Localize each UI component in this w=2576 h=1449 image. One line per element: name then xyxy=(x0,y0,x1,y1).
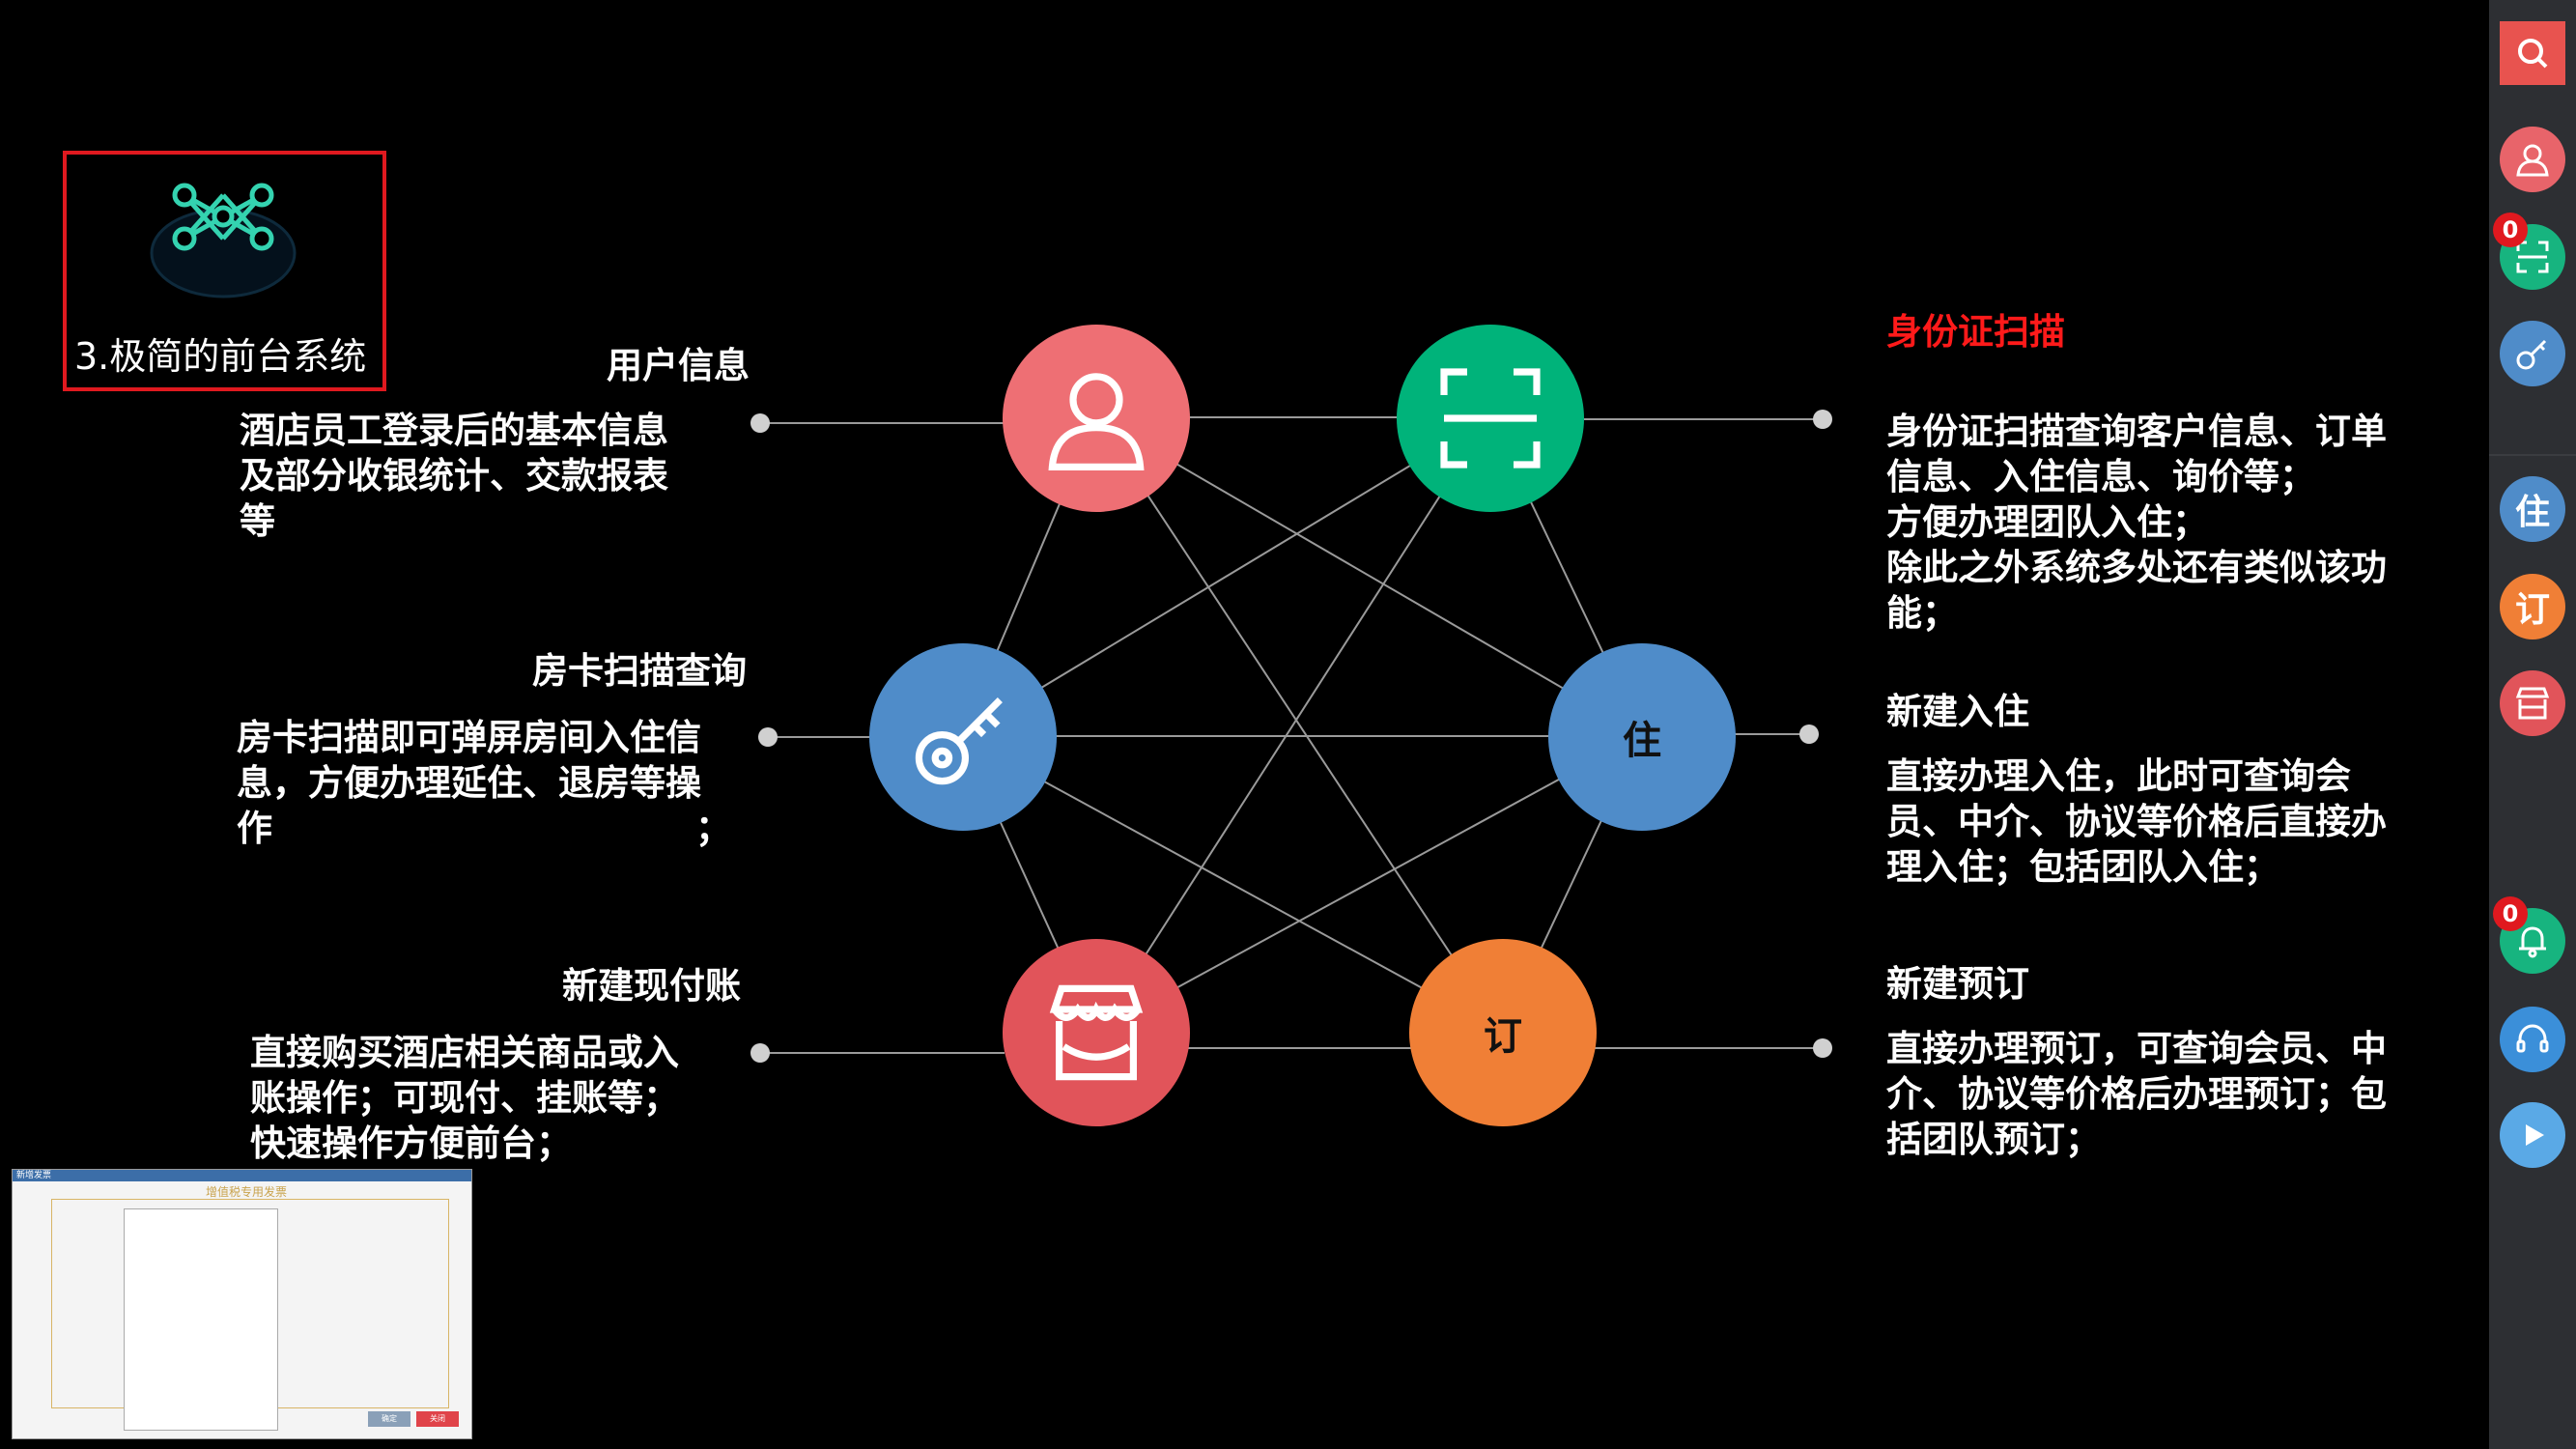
user-node[interactable] xyxy=(1003,325,1190,512)
sidebar-booking-button[interactable]: 订 xyxy=(2500,574,2565,639)
thumbnail-cancel-button[interactable]: 关闭 xyxy=(416,1411,459,1427)
main-stage: 3.极简的前台系统 xyxy=(12,151,2387,1439)
key-icon xyxy=(2516,339,2547,370)
id-scan-title: 身份证扫描 xyxy=(1886,311,2065,353)
headset-icon xyxy=(2516,1024,2549,1053)
key-icon xyxy=(915,697,1003,785)
network-icon xyxy=(150,183,297,298)
checkin-glyph: 住 xyxy=(2514,493,2550,532)
invoice-thumbnail[interactable]: 新增发票 增值税专用发票 确定 关闭 xyxy=(12,1169,472,1439)
scan-icon xyxy=(1440,368,1541,469)
user-info-desc: 酒店员工登录后的基本信息 及部分收银统计、交款报表 等 xyxy=(240,410,668,542)
section-title-box: 3.极简的前台系统 xyxy=(63,151,386,391)
shop-icon xyxy=(1049,984,1144,1081)
search-icon xyxy=(2518,39,2548,69)
checkin-node[interactable]: 住 xyxy=(1548,643,1736,831)
booking-title: 新建预订 xyxy=(1886,963,2029,1005)
cash-account-title: 新建现付账 xyxy=(562,965,741,1007)
user-icon xyxy=(1048,373,1145,470)
thumbnail-confirm-button[interactable]: 确定 xyxy=(368,1411,410,1427)
sidebar-shop-button[interactable] xyxy=(2500,670,2565,736)
thumbnail-window-title: 新增发票 xyxy=(13,1170,471,1181)
booking-desc: 直接办理预订，可查询会员、中 介、协议等价格后办理预订；包 括团队预订； xyxy=(1886,1028,2387,1160)
user-info-title: 用户信息 xyxy=(607,345,750,386)
checkin-desc: 直接办理入住，此时可查询会 员、中介、协议等价格后直接办 理入住；包括团队入住； xyxy=(1886,755,2387,888)
booking-glyph: 订 xyxy=(1484,1014,1522,1059)
sidebar-key-button[interactable] xyxy=(2500,321,2565,386)
room-card-desc: 房卡扫描即可弹屏房间入住信 息，方便办理延住、退房等操 作 ； xyxy=(237,717,731,849)
play-icon xyxy=(2526,1124,2544,1146)
sidebar-user-button[interactable] xyxy=(2500,127,2565,192)
sidebar-service-button[interactable] xyxy=(2500,1007,2565,1072)
bell-badge: 0 xyxy=(2493,896,2528,931)
cash-account-desc: 直接购买酒店相关商品或入 账操作；可现付、挂账等； 快速操作方便前台； xyxy=(250,1032,679,1164)
search-button[interactable] xyxy=(2500,21,2565,85)
booking-glyph: 订 xyxy=(2514,590,2550,630)
checkin-title: 新建入住 xyxy=(1886,691,2029,732)
checkin-glyph: 住 xyxy=(1623,719,1661,763)
sidebar-checkin-button[interactable]: 住 xyxy=(2500,476,2565,542)
sidebar-divider xyxy=(2489,454,2576,456)
user-icon xyxy=(2516,144,2549,177)
shop-icon xyxy=(2515,687,2550,720)
sidebar-scan-button[interactable] xyxy=(2500,224,2565,290)
cash-account-node[interactable] xyxy=(1003,939,1190,1126)
id-scan-node[interactable] xyxy=(1397,325,1584,512)
bell-icon xyxy=(2519,926,2546,958)
thumbnail-dropdown-list xyxy=(124,1208,278,1431)
booking-node[interactable]: 订 xyxy=(1409,939,1597,1126)
scan-badge: 0 xyxy=(2493,213,2528,247)
section-title: 3.极简的前台系统 xyxy=(74,335,367,378)
thumbnail-doc-title: 增值税专用发票 xyxy=(206,1185,288,1199)
sidebar-play-button[interactable] xyxy=(2500,1102,2565,1168)
right-sidebar: 0 住 订 0 xyxy=(2489,0,2576,1449)
room-card-node[interactable] xyxy=(869,643,1057,831)
room-card-title: 房卡扫描查询 xyxy=(532,650,747,692)
id-scan-desc: 身份证扫描查询客户信息、订单 信息、入住信息、询价等； 方便办理团队入住； 除此… xyxy=(1886,411,2387,634)
